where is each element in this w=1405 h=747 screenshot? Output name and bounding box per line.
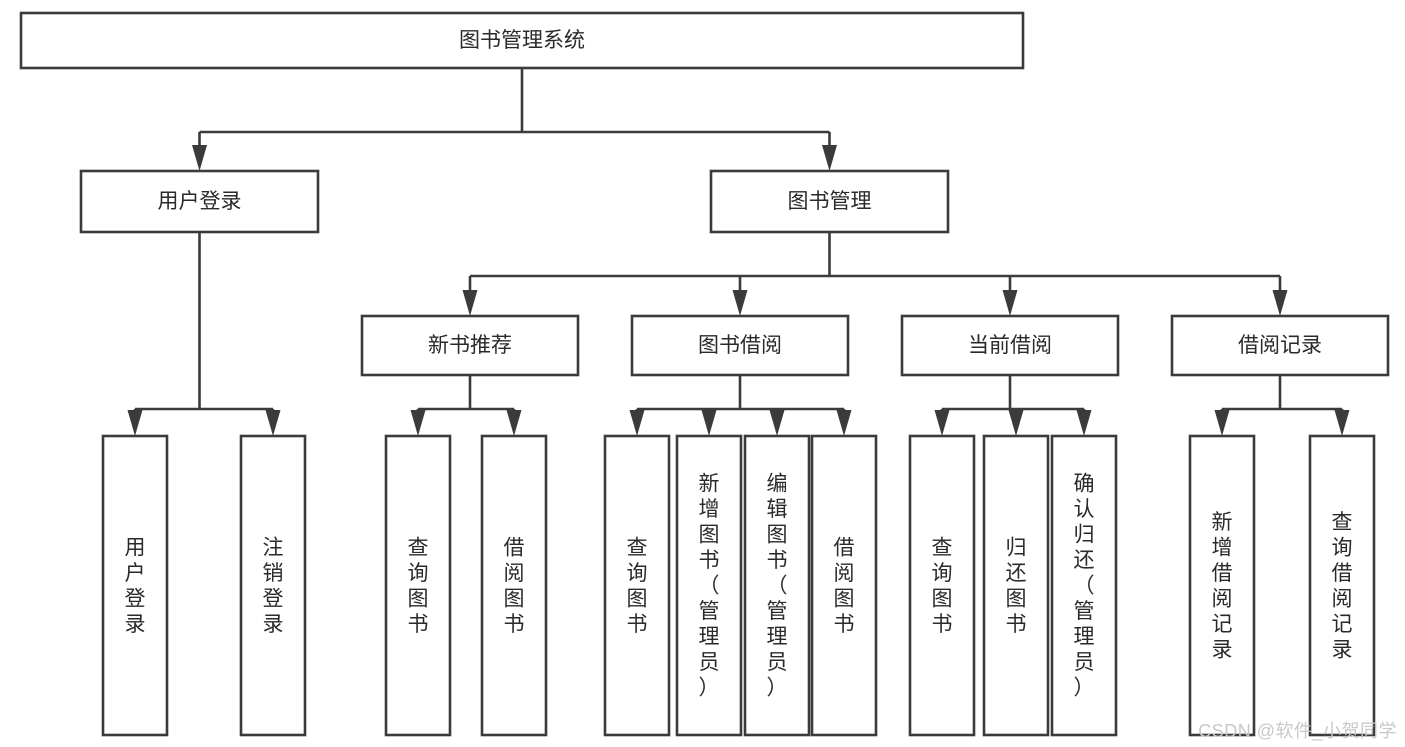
node-l-rec-add-record[interactable]: 新增借阅记录 bbox=[1188, 434, 1256, 737]
node-n-user-login[interactable]: 用户登录 bbox=[79, 169, 320, 234]
node-label: 新增图书（管理员） bbox=[699, 473, 720, 700]
node-n-book-manage[interactable]: 图书管理 bbox=[709, 169, 950, 234]
node-root[interactable]: 图书管理系统 bbox=[19, 11, 1025, 70]
node-box[interactable] bbox=[480, 434, 548, 737]
connector-arrowhead-icon bbox=[1214, 410, 1230, 436]
connector-arrowhead-icon bbox=[462, 290, 478, 316]
node-l-cur-return-book[interactable]: 归还图书 bbox=[982, 434, 1050, 737]
node-box[interactable] bbox=[630, 314, 850, 377]
node-n-borrow-record[interactable]: 借阅记录 bbox=[1170, 314, 1390, 377]
node-l-borrow-add-book[interactable]: 新增图书（管理员） bbox=[675, 434, 743, 737]
connector-arrowhead-icon bbox=[1076, 410, 1092, 436]
node-l-user-login[interactable]: 用户登录 bbox=[101, 434, 169, 737]
node-box[interactable] bbox=[743, 434, 811, 737]
node-label: 编辑图书（管理员） bbox=[767, 473, 788, 700]
node-label: 确认归还（管理员） bbox=[1074, 473, 1095, 700]
node-label: 借阅图书 bbox=[504, 536, 525, 636]
node-l-rec-borrow-book[interactable]: 借阅图书 bbox=[480, 434, 548, 737]
node-box[interactable] bbox=[239, 434, 307, 737]
node-box[interactable] bbox=[603, 434, 671, 737]
node-box[interactable] bbox=[709, 169, 950, 234]
node-label: 当前借阅 bbox=[968, 334, 1052, 357]
node-label: 查询图书 bbox=[408, 536, 429, 636]
node-label: 图书管理系统 bbox=[459, 29, 585, 52]
node-label: 用户登录 bbox=[125, 536, 146, 636]
connector-arrowhead-icon bbox=[127, 410, 143, 436]
node-label: 图书借阅 bbox=[698, 334, 782, 357]
nodes-layer: 图书管理系统用户登录图书管理新书推荐图书借阅当前借阅借阅记录用户登录注销登录查询… bbox=[19, 11, 1390, 737]
connector-arrowhead-icon bbox=[836, 410, 852, 436]
connector-arrowhead-icon bbox=[1008, 410, 1024, 436]
connector-arrowhead-icon bbox=[934, 410, 950, 436]
connector-arrowhead-icon bbox=[410, 410, 426, 436]
connector-arrowhead-icon bbox=[629, 410, 645, 436]
node-box[interactable] bbox=[19, 11, 1025, 70]
connector-arrowhead-icon bbox=[1334, 410, 1350, 436]
node-label: 注销登录 bbox=[263, 536, 284, 636]
node-box[interactable] bbox=[900, 314, 1120, 377]
connector-arrowhead-icon bbox=[265, 410, 281, 436]
node-n-new-book-rec[interactable]: 新书推荐 bbox=[360, 314, 580, 377]
node-label: 新增借阅记录 bbox=[1212, 511, 1233, 662]
node-box[interactable] bbox=[1050, 434, 1118, 737]
connector-arrowhead-icon bbox=[769, 410, 785, 436]
node-label: 新书推荐 bbox=[428, 334, 512, 357]
node-box[interactable] bbox=[1170, 314, 1390, 377]
csdn-watermark: CSDN @软件_小贺同学 bbox=[1198, 721, 1397, 741]
node-n-current-borrow[interactable]: 当前借阅 bbox=[900, 314, 1120, 377]
node-l-borrow-lend-book[interactable]: 借阅图书 bbox=[810, 434, 878, 737]
node-l-cur-confirm-return[interactable]: 确认归还（管理员） bbox=[1050, 434, 1118, 737]
node-label: 用户登录 bbox=[158, 190, 242, 213]
node-box[interactable] bbox=[1308, 434, 1376, 737]
node-n-book-borrow[interactable]: 图书借阅 bbox=[630, 314, 850, 377]
node-box[interactable] bbox=[810, 434, 878, 737]
node-box[interactable] bbox=[675, 434, 743, 737]
node-box[interactable] bbox=[982, 434, 1050, 737]
node-box[interactable] bbox=[1188, 434, 1256, 737]
connector-arrowhead-icon bbox=[192, 145, 207, 171]
node-label: 查询图书 bbox=[627, 536, 648, 636]
node-label: 借阅记录 bbox=[1238, 334, 1322, 357]
node-l-borrow-edit-book[interactable]: 编辑图书（管理员） bbox=[743, 434, 811, 737]
node-label: 图书管理 bbox=[788, 190, 872, 213]
node-box[interactable] bbox=[79, 169, 320, 234]
connector-arrowhead-icon bbox=[732, 290, 748, 316]
connector-arrowhead-icon bbox=[701, 410, 717, 436]
node-l-user-logout[interactable]: 注销登录 bbox=[239, 434, 307, 737]
node-l-borrow-query-book[interactable]: 查询图书 bbox=[603, 434, 671, 737]
connector-arrowhead-icon bbox=[1272, 290, 1288, 316]
node-label: 借阅图书 bbox=[834, 536, 855, 636]
node-l-rec-query-book[interactable]: 查询图书 bbox=[384, 434, 452, 737]
node-box[interactable] bbox=[101, 434, 169, 737]
connector-arrowhead-icon bbox=[822, 145, 837, 171]
node-label: 查询图书 bbox=[932, 536, 953, 636]
connector-arrowhead-icon bbox=[506, 410, 522, 436]
edges-layer bbox=[127, 68, 1350, 436]
node-box[interactable] bbox=[360, 314, 580, 377]
node-l-cur-query-book[interactable]: 查询图书 bbox=[908, 434, 976, 737]
node-l-rec-query-record[interactable]: 查询借阅记录 bbox=[1308, 434, 1376, 737]
node-box[interactable] bbox=[384, 434, 452, 737]
node-label: 归还图书 bbox=[1006, 536, 1027, 636]
connector-arrowhead-icon bbox=[1002, 290, 1018, 316]
node-label: 查询借阅记录 bbox=[1332, 511, 1353, 662]
node-box[interactable] bbox=[908, 434, 976, 737]
